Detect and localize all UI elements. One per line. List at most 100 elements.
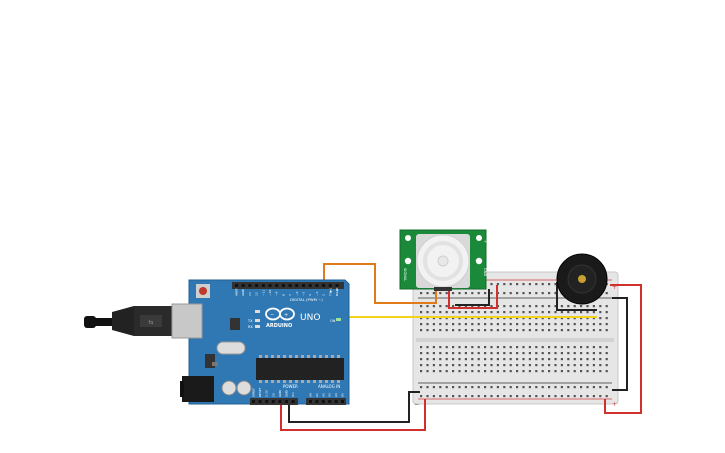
breadboard-hole[interactable] (490, 329, 493, 332)
breadboard-hole[interactable] (599, 364, 602, 367)
breadboard-hole[interactable] (464, 364, 467, 367)
breadboard-hole[interactable] (509, 311, 512, 314)
breadboard-hole[interactable] (573, 317, 576, 320)
breadboard-hole[interactable] (580, 346, 583, 349)
breadboard-hole[interactable] (484, 364, 487, 367)
analog-pin-socket[interactable] (328, 400, 332, 403)
breadboard-hole[interactable] (548, 346, 551, 349)
breadboard-hole[interactable] (535, 292, 538, 295)
breadboard-hole[interactable] (599, 305, 602, 308)
breadboard-hole[interactable] (599, 358, 602, 361)
breadboard-hole[interactable] (458, 346, 461, 349)
breadboard-hole[interactable] (528, 352, 531, 355)
breadboard-hole[interactable] (439, 311, 442, 314)
breadboard-hole[interactable] (420, 364, 423, 367)
breadboard-hole[interactable] (516, 305, 519, 308)
breadboard-hole[interactable] (490, 311, 493, 314)
breadboard-hole[interactable] (464, 292, 467, 295)
breadboard-hole[interactable] (592, 358, 595, 361)
power-pin-socket[interactable] (285, 400, 288, 403)
breadboard-hole[interactable] (432, 292, 435, 295)
breadboard-hole[interactable] (509, 386, 512, 389)
breadboard-hole[interactable] (432, 346, 435, 349)
power-pin-socket[interactable] (252, 400, 255, 403)
breadboard-hole[interactable] (548, 358, 551, 361)
digital-pin-socket[interactable] (295, 284, 299, 287)
breadboard-hole[interactable] (471, 386, 474, 389)
breadboard-hole[interactable] (509, 358, 512, 361)
breadboard-hole[interactable] (490, 323, 493, 326)
breadboard-hole[interactable] (522, 358, 525, 361)
breadboard-hole[interactable] (484, 317, 487, 320)
breadboard-hole[interactable] (567, 311, 570, 314)
breadboard-hole[interactable] (586, 329, 589, 332)
digital-pin-socket[interactable] (315, 284, 319, 287)
breadboard-hole[interactable] (490, 317, 493, 320)
breadboard-hole[interactable] (541, 358, 544, 361)
breadboard-hole[interactable] (445, 364, 448, 367)
breadboard-hole[interactable] (605, 395, 608, 398)
power-pin-socket[interactable] (265, 400, 269, 403)
breadboard-hole[interactable] (484, 311, 487, 314)
breadboard-hole[interactable] (554, 370, 557, 373)
breadboard-hole[interactable] (580, 323, 583, 326)
breadboard-hole[interactable] (509, 305, 512, 308)
breadboard-hole[interactable] (452, 323, 455, 326)
breadboard-hole[interactable] (490, 370, 493, 373)
breadboard-hole[interactable] (599, 352, 602, 355)
breadboard-hole[interactable] (567, 352, 570, 355)
breadboard-hole[interactable] (464, 305, 467, 308)
breadboard-hole[interactable] (592, 370, 595, 373)
breadboard-hole[interactable] (516, 364, 519, 367)
breadboard-hole[interactable] (452, 352, 455, 355)
breadboard-hole[interactable] (528, 317, 531, 320)
breadboard-hole[interactable] (426, 317, 429, 320)
breadboard-hole[interactable] (605, 386, 608, 389)
breadboard-hole[interactable] (528, 283, 531, 286)
breadboard-hole[interactable] (426, 329, 429, 332)
breadboard-hole[interactable] (484, 358, 487, 361)
breadboard-hole[interactable] (516, 329, 519, 332)
breadboard-hole[interactable] (484, 395, 487, 398)
breadboard-hole[interactable] (452, 386, 455, 389)
analog-pin-socket[interactable] (341, 400, 344, 403)
breadboard-hole[interactable] (484, 329, 487, 332)
breadboard-hole[interactable] (560, 358, 563, 361)
breadboard-hole[interactable] (548, 364, 551, 367)
breadboard-hole[interactable] (458, 311, 461, 314)
breadboard-hole[interactable] (420, 386, 423, 389)
breadboard-hole[interactable] (503, 395, 506, 398)
breadboard-hole[interactable] (471, 329, 474, 332)
breadboard-hole[interactable] (535, 386, 538, 389)
breadboard-hole[interactable] (592, 317, 595, 320)
breadboard-hole[interactable] (535, 358, 538, 361)
breadboard-hole[interactable] (452, 317, 455, 320)
digital-pin-socket[interactable] (235, 284, 238, 287)
breadboard-hole[interactable] (445, 317, 448, 320)
breadboard-hole[interactable] (426, 395, 429, 398)
breadboard-hole[interactable] (490, 364, 493, 367)
breadboard-hole[interactable] (592, 352, 595, 355)
breadboard-hole[interactable] (490, 305, 493, 308)
breadboard-hole[interactable] (548, 311, 551, 314)
breadboard-hole[interactable] (541, 323, 544, 326)
breadboard-hole[interactable] (458, 386, 461, 389)
breadboard-hole[interactable] (548, 395, 551, 398)
breadboard-hole[interactable] (586, 311, 589, 314)
breadboard-hole[interactable] (503, 346, 506, 349)
breadboard-hole[interactable] (567, 317, 570, 320)
breadboard-hole[interactable] (535, 346, 538, 349)
breadboard-hole[interactable] (573, 358, 576, 361)
breadboard-hole[interactable] (503, 358, 506, 361)
breadboard-hole[interactable] (573, 364, 576, 367)
breadboard-hole[interactable] (554, 358, 557, 361)
breadboard-hole[interactable] (573, 386, 576, 389)
breadboard-hole[interactable] (541, 292, 544, 295)
breadboard-hole[interactable] (484, 370, 487, 373)
breadboard-hole[interactable] (548, 283, 551, 286)
breadboard-hole[interactable] (464, 358, 467, 361)
breadboard-hole[interactable] (548, 305, 551, 308)
digital-pin-socket[interactable] (288, 284, 292, 287)
breadboard-hole[interactable] (580, 317, 583, 320)
